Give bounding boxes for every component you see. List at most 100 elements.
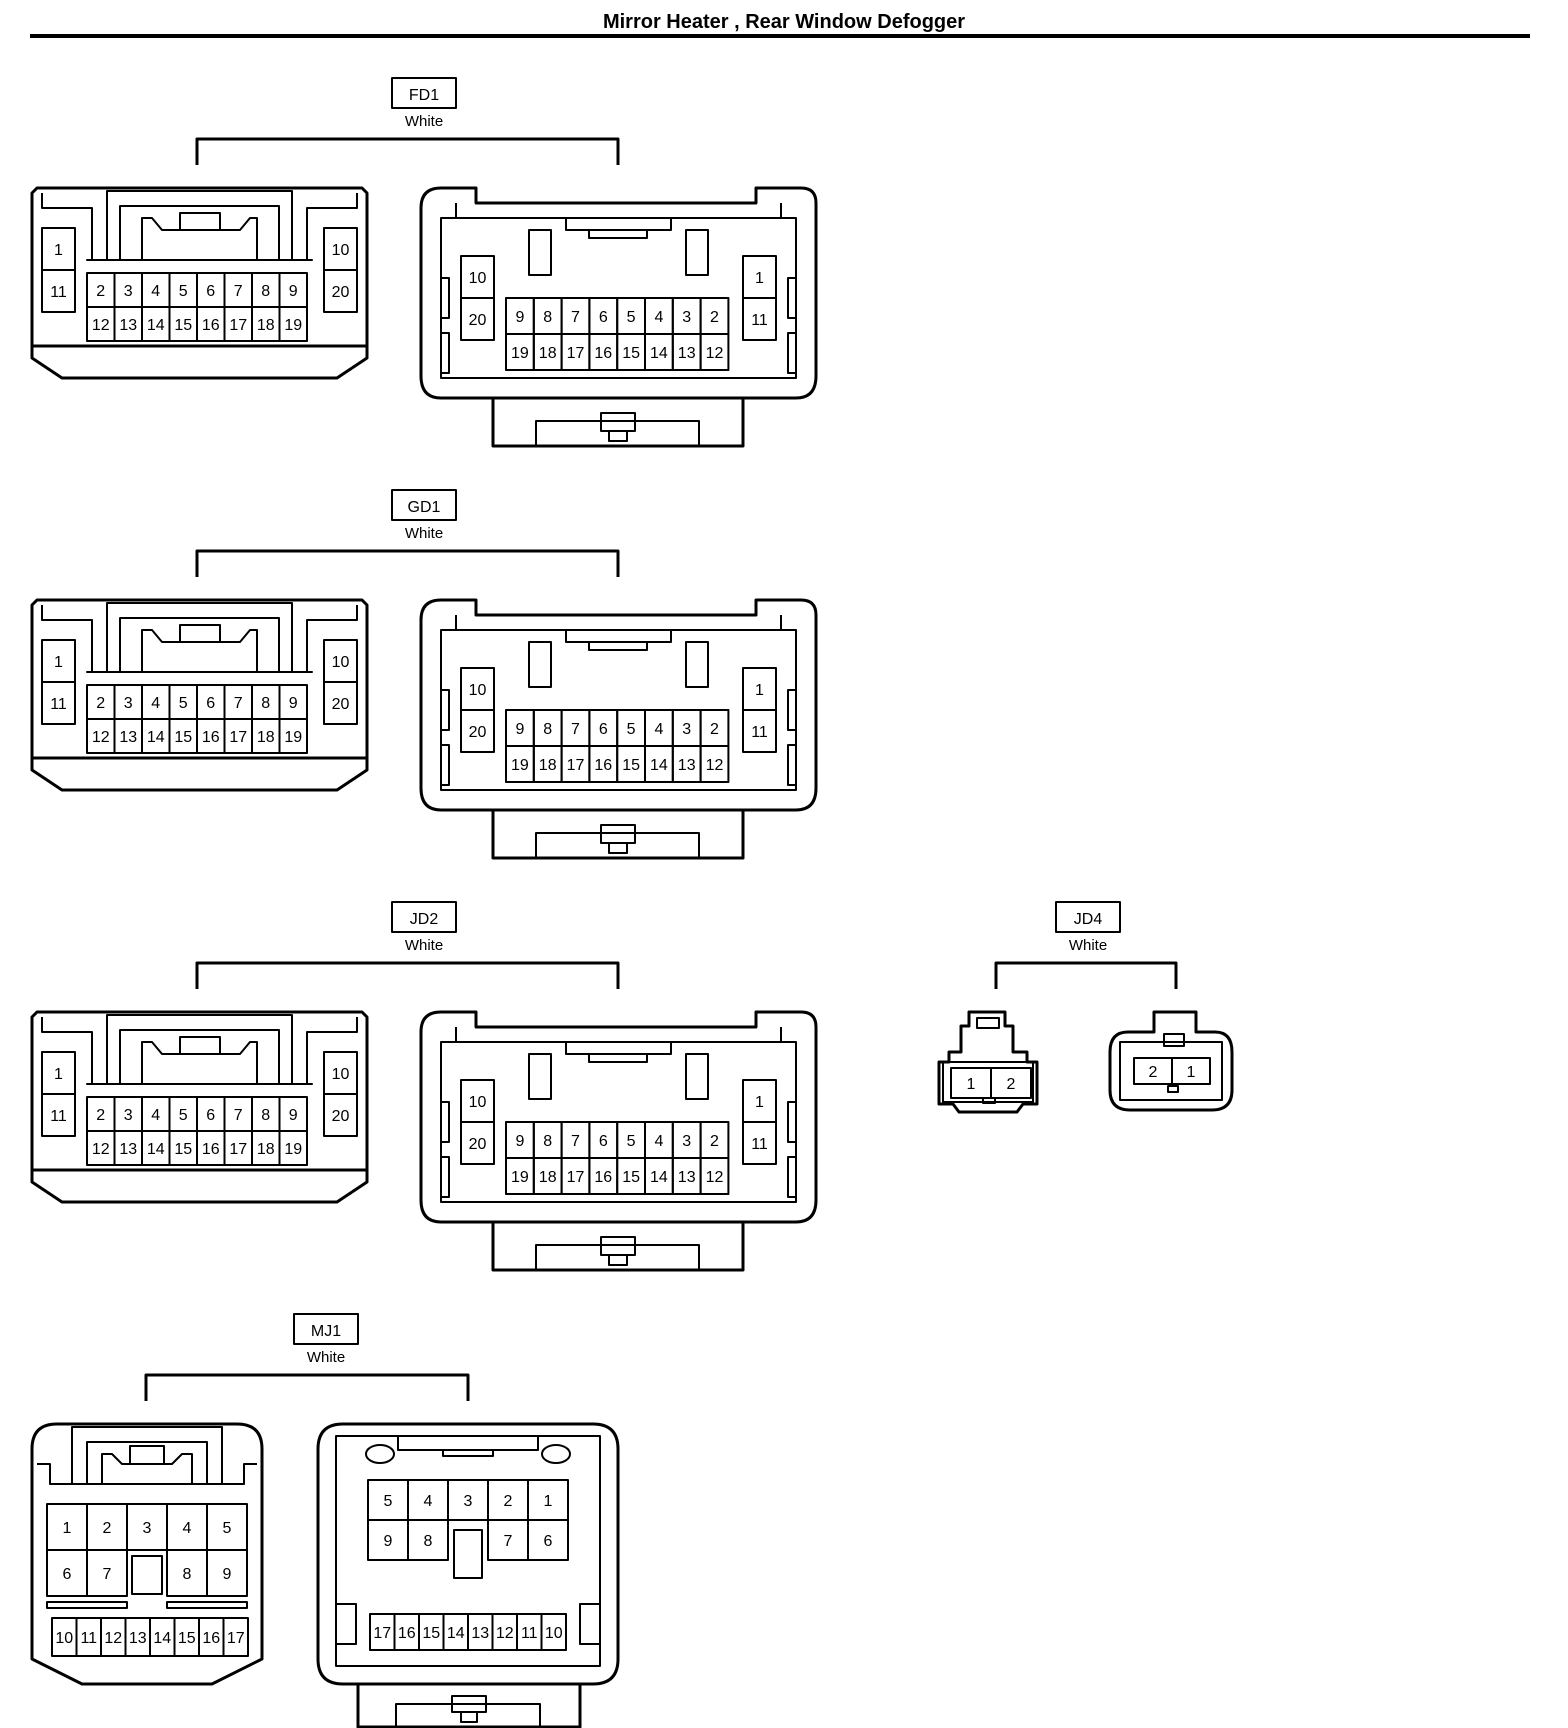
pin-number: 2	[1149, 1064, 1158, 1081]
pin-cell: 10	[460, 667, 495, 711]
outline	[30, 1010, 369, 1204]
outline	[37, 1463, 257, 1485]
pin-cell: 3	[671, 297, 702, 335]
pin-number: 4	[151, 1107, 160, 1124]
pin-cell: 2	[699, 709, 730, 747]
pin-cell: 14	[141, 306, 171, 342]
pin-number: 10	[469, 682, 487, 699]
pin-number: 4	[424, 1493, 433, 1510]
pin-cell: 8	[407, 1519, 449, 1561]
pin-cell: 14	[141, 1130, 171, 1166]
outline	[1167, 1085, 1179, 1093]
pin-cell: 18	[532, 745, 563, 783]
pin-number: 15	[178, 1630, 196, 1647]
pin-number: 17	[229, 729, 247, 746]
pin-cell: 13	[113, 1130, 143, 1166]
pin-cell: 19	[505, 745, 535, 783]
pin-number: 10	[332, 1066, 350, 1083]
pin-cell: 15	[168, 718, 198, 754]
pin-number: 16	[594, 1169, 612, 1186]
outline	[440, 689, 450, 731]
pin-box	[278, 718, 308, 754]
bracket	[195, 961, 620, 989]
pin-cell: 20	[323, 1093, 358, 1137]
pin-cell: 14	[442, 1613, 469, 1651]
pin-number: 13	[119, 317, 137, 334]
outline	[976, 1017, 1000, 1029]
pin-cell: 12	[86, 1130, 116, 1166]
pin-cell: 5	[616, 297, 647, 335]
pin-cell: 15	[418, 1613, 445, 1651]
pin-number: 9	[289, 283, 298, 300]
pin-number: 14	[650, 1169, 668, 1186]
pin-cell: 20	[460, 709, 495, 753]
pin-number: 5	[223, 1520, 232, 1537]
pin-cell: 5	[206, 1503, 248, 1551]
pin-number: 10	[545, 1625, 563, 1642]
pin-number: 10	[332, 654, 350, 671]
pin-number: 16	[398, 1625, 416, 1642]
pin-cell: 15	[616, 333, 647, 371]
pin-cell: 1	[742, 255, 777, 299]
outline	[787, 1156, 797, 1198]
pin-number: 18	[257, 1141, 275, 1158]
outline	[780, 615, 796, 631]
outline	[306, 1017, 358, 1084]
pin-cell: 8	[532, 709, 563, 747]
pin-number: 1	[544, 1493, 553, 1510]
outline	[937, 1010, 1039, 1114]
pin-cell: 12	[100, 1617, 127, 1657]
pin-number: 1	[54, 1066, 63, 1083]
outline	[306, 193, 358, 260]
pin-number: 15	[174, 317, 192, 334]
pin-cell: 19	[278, 306, 308, 342]
pin-cell: 12	[86, 306, 116, 342]
pin-number: 14	[650, 345, 668, 362]
outline	[787, 1101, 797, 1143]
pin-box	[699, 333, 730, 371]
pin-number: 4	[183, 1520, 192, 1537]
pin-cell: 20	[460, 1121, 495, 1165]
outline	[397, 1436, 539, 1451]
pin-cell: 12	[699, 745, 730, 783]
pin-number: 9	[515, 1133, 524, 1150]
outline	[41, 193, 93, 260]
pin-number: 11	[521, 1625, 538, 1642]
pin-number: 8	[261, 695, 270, 712]
outline	[588, 1053, 648, 1063]
pin-cell: 6	[196, 272, 226, 308]
pin-number: 5	[179, 283, 188, 300]
pin-cell: 20	[323, 681, 358, 725]
pin-number: 2	[710, 309, 719, 326]
pin-cell: 17	[223, 306, 253, 342]
pin-box	[540, 1613, 567, 1651]
outline	[535, 420, 700, 446]
pin-cell: 4	[141, 272, 171, 308]
pin-number: 10	[55, 1630, 73, 1647]
outline	[316, 1422, 620, 1686]
outline	[119, 617, 280, 672]
pin-cell: 15	[173, 1617, 200, 1657]
pin-number: 11	[751, 312, 768, 329]
pin-number: 17	[229, 317, 247, 334]
pin-cell: 2	[86, 1503, 128, 1551]
connector-id-box	[293, 1313, 359, 1345]
pin-cell: 7	[560, 709, 591, 747]
pin-cell: 12	[491, 1613, 518, 1651]
pin-number: 3	[143, 1520, 152, 1537]
outline	[1119, 1041, 1223, 1101]
pin-number: 9	[289, 1107, 298, 1124]
outline	[787, 689, 797, 731]
outline	[71, 1426, 223, 1484]
pin-cell: 12	[699, 1157, 730, 1195]
pin-cell: 7	[487, 1519, 529, 1561]
pin-cell: 5	[168, 272, 198, 308]
outline	[442, 1449, 494, 1457]
pin-number: 9	[223, 1566, 232, 1583]
pin-number: 9	[515, 721, 524, 738]
pin-number: 18	[257, 317, 275, 334]
pin-number: 15	[622, 757, 640, 774]
